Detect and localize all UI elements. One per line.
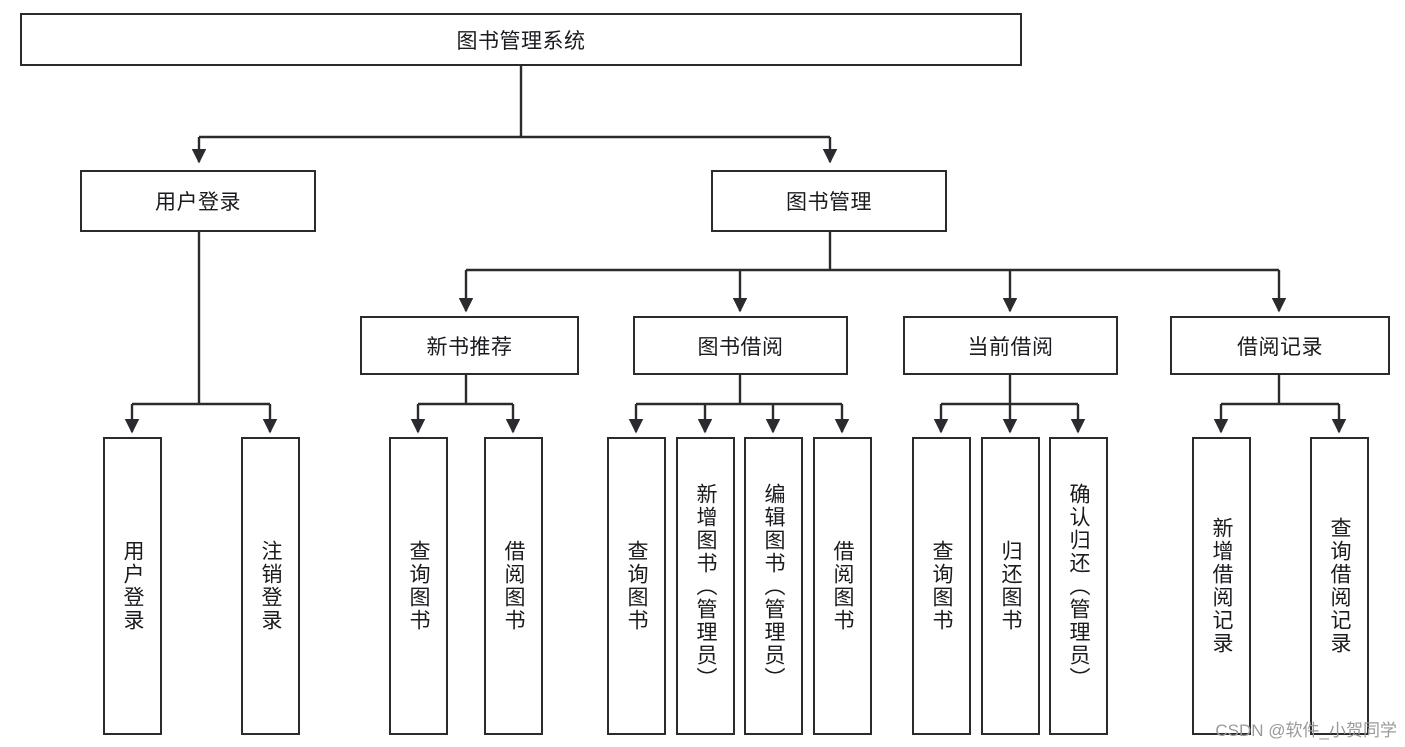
- node-label: 新增图书（管理员）: [694, 482, 717, 690]
- node-label: 用户登录: [155, 191, 241, 214]
- leaf-borrow-book[interactable]: 借阅图书: [813, 437, 872, 735]
- leaf-edit-book-admin[interactable]: 编辑图书（管理员）: [744, 437, 803, 735]
- watermark: CSDN @软件_小贺同学: [1215, 721, 1397, 740]
- node-new-book-recommend[interactable]: 新书推荐: [360, 316, 579, 375]
- leaf-query-borrow-record[interactable]: 查询借阅记录: [1310, 437, 1369, 735]
- node-label: 当前借阅: [967, 335, 1054, 359]
- leaf-confirm-return-admin[interactable]: 确认归还（管理员）: [1049, 437, 1108, 735]
- node-label: 新书推荐: [426, 335, 513, 359]
- node-label: 查询借阅记录: [1328, 517, 1351, 655]
- node-label: 图书借阅: [697, 335, 784, 359]
- leaf-user-login[interactable]: 用户登录: [103, 437, 162, 735]
- node-label: 借阅图书: [831, 540, 854, 632]
- node-root[interactable]: 图书管理系统: [20, 13, 1022, 66]
- node-current-borrow[interactable]: 当前借阅: [903, 316, 1118, 375]
- node-label: 编辑图书（管理员）: [762, 482, 785, 690]
- leaf-borrow-book-recommend[interactable]: 借阅图书: [484, 437, 543, 735]
- node-label: 借阅记录: [1237, 335, 1323, 359]
- node-label: 用户登录: [121, 540, 144, 632]
- node-user-login-module[interactable]: 用户登录: [80, 170, 316, 232]
- leaf-add-borrow-record[interactable]: 新增借阅记录: [1192, 437, 1251, 735]
- node-label: 图书管理: [786, 191, 872, 214]
- node-label: 确认归还（管理员）: [1067, 482, 1090, 690]
- leaf-query-book-recommend[interactable]: 查询图书: [389, 437, 448, 735]
- leaf-add-book-admin[interactable]: 新增图书（管理员）: [676, 437, 735, 735]
- node-label: 查询图书: [625, 540, 648, 632]
- node-label: 查询图书: [407, 540, 430, 632]
- node-book-borrow[interactable]: 图书借阅: [633, 316, 848, 375]
- node-label: 归还图书: [999, 540, 1022, 632]
- leaf-logout[interactable]: 注销登录: [241, 437, 300, 735]
- leaf-return-book[interactable]: 归还图书: [981, 437, 1040, 735]
- node-label: 注销登录: [259, 540, 282, 632]
- leaf-query-book[interactable]: 查询图书: [607, 437, 666, 735]
- node-borrow-record[interactable]: 借阅记录: [1170, 316, 1390, 375]
- node-root-label: 图书管理系统: [456, 29, 586, 53]
- node-label: 借阅图书: [502, 540, 525, 632]
- leaf-query-book-current[interactable]: 查询图书: [912, 437, 971, 735]
- node-label: 查询图书: [930, 540, 953, 632]
- node-book-management-module[interactable]: 图书管理: [711, 170, 947, 232]
- node-label: 新增借阅记录: [1210, 517, 1233, 655]
